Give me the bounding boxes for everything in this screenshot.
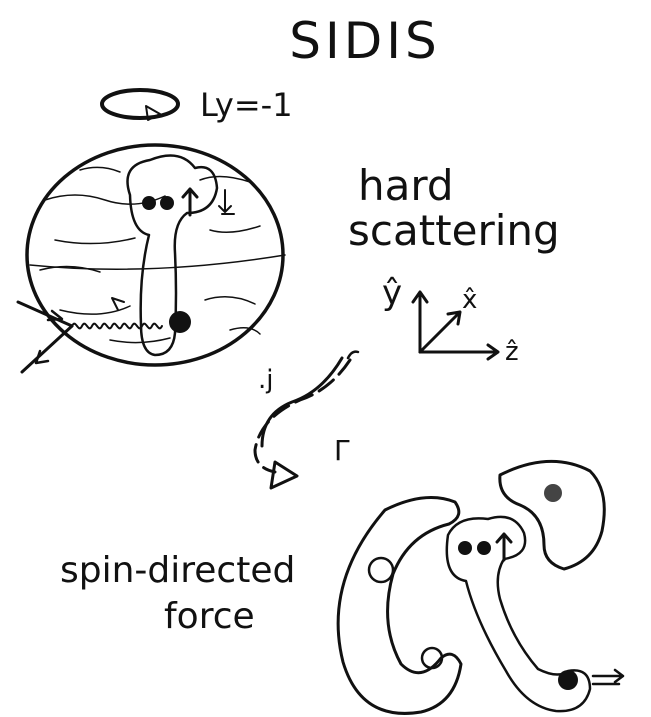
mid-mark-gamma: Γ — [334, 434, 350, 467]
spin-directed-label-1: spin-directed — [60, 550, 295, 591]
axis-label-z: ẑ — [505, 337, 519, 367]
hard-scattering-label-1: hard — [358, 161, 454, 210]
coordinate-axes — [413, 292, 498, 359]
orbital-label: Ly=-1 — [200, 86, 293, 124]
spin-directed-label-2: force — [164, 596, 255, 637]
broken-proton — [338, 461, 623, 713]
mid-mark-j: .j — [258, 365, 274, 395]
orbital-rotation-icon — [102, 90, 178, 120]
hard-scattering-label-2: scattering — [348, 206, 560, 255]
axis-label-y: ŷ — [382, 273, 402, 313]
title: SIDIS — [289, 12, 440, 70]
axis-label-x: x̂ — [462, 285, 477, 315]
